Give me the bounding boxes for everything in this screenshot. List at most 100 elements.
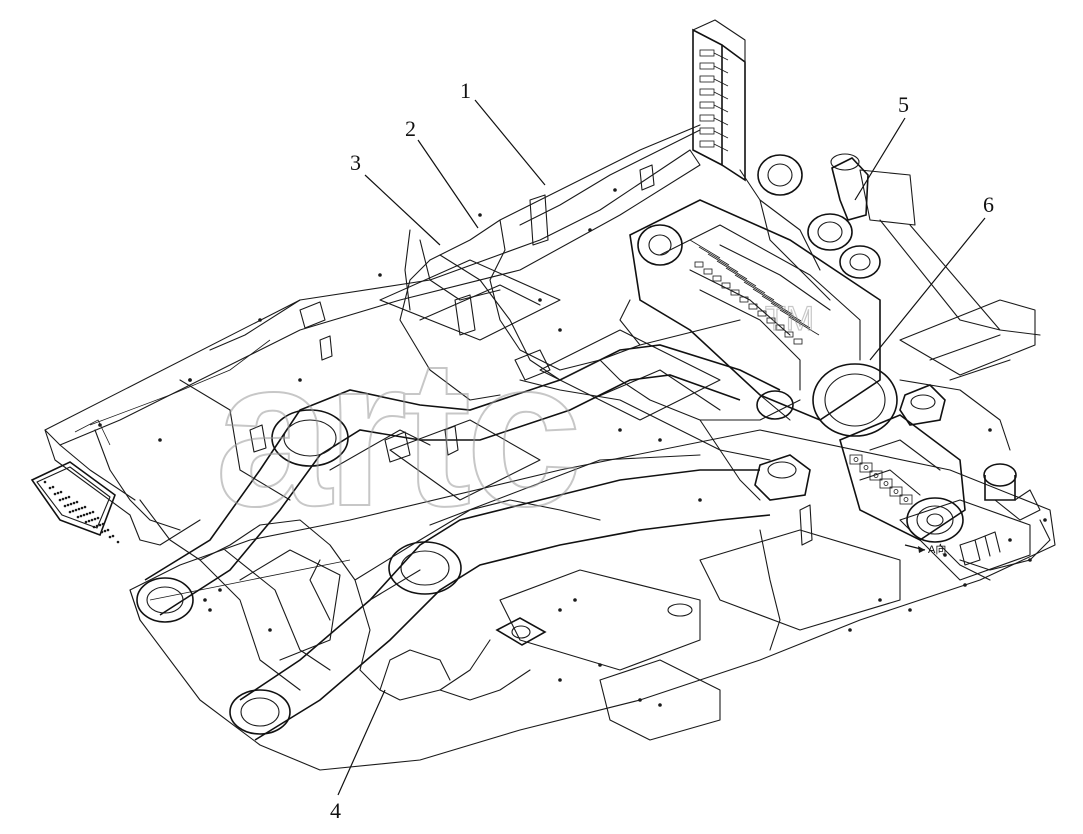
watermark: artc TM (214, 299, 815, 551)
watermark-tm: TM (765, 300, 814, 338)
fastener (1008, 538, 1012, 542)
fastener (203, 598, 207, 602)
cabinet-wire (713, 91, 729, 100)
cabinet-wire (713, 78, 729, 87)
step-dot (92, 525, 96, 529)
engine-fin (770, 302, 802, 322)
step-dot (77, 507, 81, 511)
callout-2: 2 (405, 116, 479, 229)
engine-fin (734, 274, 766, 294)
engine-fin (689, 239, 721, 259)
fastener (573, 598, 577, 602)
step-dot (82, 513, 86, 517)
step-dot (67, 495, 71, 499)
step-plate (30, 461, 120, 544)
step-dot (116, 540, 120, 544)
engine-fin-block (712, 275, 722, 282)
step-dot (48, 486, 52, 490)
step-dot (72, 501, 76, 505)
brackets (249, 164, 1001, 646)
engine-fin (725, 267, 757, 287)
cabinet-wire (713, 65, 729, 74)
step-dot (106, 528, 110, 532)
step-dot (111, 534, 115, 538)
fastener (618, 428, 622, 432)
engine-fin (698, 246, 730, 266)
fastener (258, 318, 262, 322)
fastener (538, 298, 542, 302)
step-dot (75, 500, 79, 504)
step-dot (64, 496, 68, 500)
engine-fin-block (784, 331, 794, 338)
fastener (298, 378, 302, 382)
wire-harness-front (139, 499, 781, 701)
fastener (478, 213, 482, 217)
step-dot (71, 509, 75, 513)
step-dot (96, 516, 100, 520)
watermark-text: artc (215, 315, 576, 550)
engine-fin-block (775, 324, 785, 331)
engine-fin-block (748, 303, 758, 310)
engine-fin-block (703, 268, 713, 275)
step-dot (103, 529, 107, 533)
pump-block (899, 494, 913, 505)
view-note-a: A向 (904, 542, 946, 556)
cabinet-relay (699, 62, 715, 70)
step-dot (85, 512, 89, 516)
cabinet-wire (713, 52, 729, 61)
fastener (988, 428, 992, 432)
svg-text:1: 1 (460, 78, 471, 103)
step-dot (80, 506, 84, 510)
step-dot (74, 508, 78, 512)
cabinet-relay (699, 127, 715, 135)
pump-block (879, 478, 893, 489)
fastener (158, 438, 162, 442)
fastener (848, 628, 852, 632)
fastener (658, 438, 662, 442)
step-dot (90, 518, 94, 522)
step-dot (87, 519, 91, 523)
step-dot (63, 504, 67, 508)
cabinet-wire (713, 117, 729, 126)
fastener (598, 663, 602, 667)
step-dot (84, 520, 88, 524)
fastener (908, 608, 912, 612)
step-dot (93, 517, 97, 521)
fastener (208, 608, 212, 612)
fastener (613, 188, 617, 192)
cabinet-wire (713, 143, 729, 152)
fastener (558, 328, 562, 332)
svg-text:5: 5 (898, 92, 909, 117)
callout-6: 6 (869, 192, 994, 361)
fastener (878, 598, 882, 602)
engine-fin-block (721, 282, 731, 289)
engine-fin (716, 260, 748, 280)
engine-fin (743, 281, 775, 301)
fastener (963, 583, 967, 587)
step-dot (66, 503, 70, 507)
fastener (638, 698, 642, 702)
engine-fin (761, 295, 793, 315)
cabinet-relay (699, 49, 715, 57)
engine-fin-block (739, 296, 749, 303)
svg-text:A向: A向 (928, 542, 946, 556)
pump-block (859, 462, 873, 473)
callout-1: 1 (460, 78, 546, 186)
cabinet-wire (713, 130, 729, 139)
chassis-frame (30, 149, 1056, 771)
fastener (268, 628, 272, 632)
step-dot (61, 497, 65, 501)
engine-assembly (629, 153, 1041, 543)
step-dot (53, 492, 57, 496)
callout-5: 5 (854, 92, 909, 201)
fastener (188, 378, 192, 382)
electrical-cabinet (692, 19, 746, 182)
pump-port (873, 473, 879, 478)
step-dot (58, 498, 62, 502)
callout-3: 3 (350, 150, 441, 246)
engine-fin-block (730, 289, 740, 296)
fastener (658, 703, 662, 707)
step-dot (56, 491, 60, 495)
step-dot (100, 530, 104, 534)
engine-fin (707, 253, 739, 273)
